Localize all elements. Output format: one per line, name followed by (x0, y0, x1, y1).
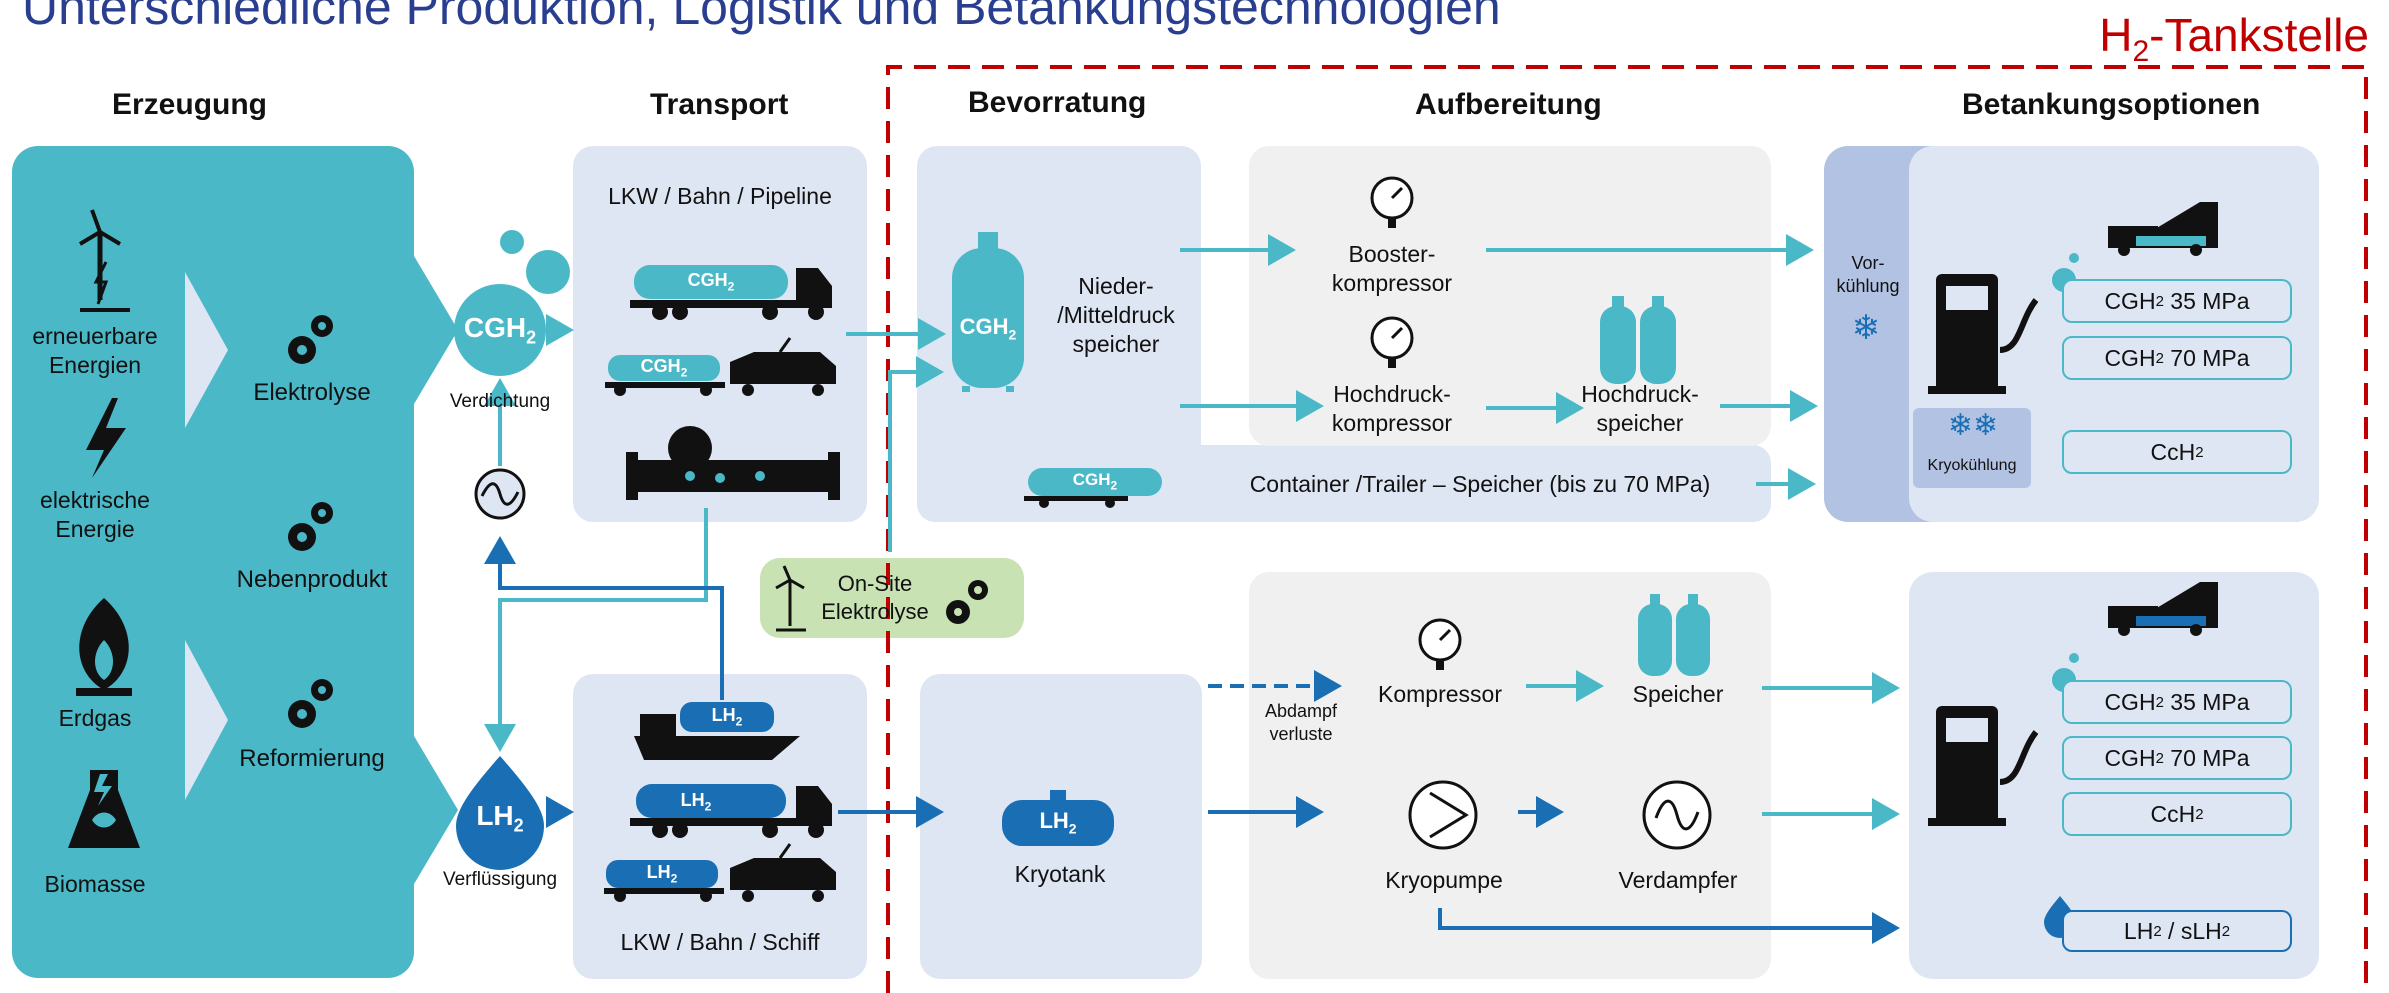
kryotank-label: Kryotank (1014, 861, 1106, 887)
abdampf-label: Abdampf verluste (1264, 701, 1338, 744)
trailer-tank-icon (1024, 468, 1162, 508)
truck-cgh2-icon (630, 265, 832, 320)
transport-bottom-label: LKW / Bahn / Schiff (620, 929, 820, 955)
kryo-box (1913, 408, 2031, 488)
truck-lh2-icon (630, 784, 832, 838)
verdampfer-label: Verdampfer (1618, 867, 1738, 893)
onsite-label: On-Site Elektrolyse (821, 571, 929, 624)
speicher-label: Speicher (1632, 681, 1724, 707)
process-reformierung: Reformierung (239, 745, 385, 772)
truck-bottom-icon (2108, 582, 2218, 636)
bubble-icon (2069, 253, 2079, 263)
bubble-icon (526, 250, 570, 294)
page-title: Unterschiedliche Produktion, Logistik un… (22, 0, 1501, 35)
chevron-shape-3 (414, 256, 458, 404)
column-erzeugung: Erzeugung (112, 88, 267, 121)
pipeline-icon (626, 426, 840, 500)
lh2-tank-label: LH2 (1039, 808, 1077, 837)
transport-top-panel (573, 146, 867, 522)
truck-top-icon (2108, 202, 2218, 256)
speicher-storage-icon (1638, 594, 1710, 676)
kompressor-label: Kompressor (1378, 681, 1502, 707)
cgh2-tank-label: CGH2 (959, 314, 1017, 343)
kryopumpe-icon (1408, 780, 1478, 850)
ship-lh2-label: LH2 (711, 705, 743, 729)
column-transport: Transport (650, 88, 789, 121)
fuel-pump-top-icon (1928, 274, 2039, 394)
kryopumpe-label: Kryopumpe (1385, 867, 1503, 893)
verdampfer-icon (1642, 780, 1712, 850)
booster-label: Booster- kompressor (1331, 241, 1453, 296)
process-nebenprodukt: Nebenprodukt (236, 566, 388, 593)
verdichtung-label: Verdichtung (449, 391, 551, 412)
wind-turbine-icon (78, 209, 130, 312)
cgh2-circle (454, 284, 546, 376)
arrows-blue (484, 536, 1900, 944)
hochdruck-gauge-icon (1370, 316, 1414, 368)
mid-pressure-label: Nieder- /Mitteldruck speicher (1057, 273, 1175, 357)
bubble-icon (2069, 653, 2079, 663)
container-band (917, 445, 1771, 522)
column-aufbereitung: Aufbereitung (1415, 88, 1602, 121)
onsite-gear-icon (946, 580, 988, 624)
trailer-tank-label: CGH2 (1072, 470, 1118, 493)
cgh2-tank-icon (952, 232, 1024, 392)
truck-cgh2-label: CGH2 (687, 270, 735, 294)
arrows-teal (484, 234, 1900, 830)
truck-lh2-label: LH2 (680, 790, 712, 814)
chevron-shape-4 (414, 736, 458, 884)
ship-lh2-icon (634, 702, 800, 760)
hochdruck-storage-icon (1600, 296, 1676, 384)
lightning-icon (86, 398, 126, 478)
station-label: H2-Tankstelle (2099, 9, 2369, 69)
source-gas: Erdgas (58, 705, 132, 731)
kompressor-gauge-icon (1418, 618, 1462, 670)
kryokuehlung-label: Kryokühlung (1927, 457, 2017, 474)
gear-icon (288, 679, 333, 728)
vorkuehlung-label: Vor- kühlung (1836, 253, 1900, 296)
source-renewable: erneuerbare Energien (32, 323, 158, 378)
train-cgh2-label: CGH2 (640, 356, 688, 380)
train-lh2-icon (604, 843, 836, 902)
fuel-pump-bottom-icon (1928, 706, 2039, 826)
hochdruck-speicher-label: Hochdruck- speicher (1581, 381, 1699, 436)
onsite-wind-turbine-icon (775, 565, 806, 632)
booster-gauge-icon (1370, 176, 1414, 228)
process-elektrolyse: Elektrolyse (253, 379, 371, 406)
processing-bottom-panel (1249, 572, 1771, 979)
gear-icon (288, 502, 333, 551)
bubble-icon (500, 230, 524, 254)
column-bevorratung: Bevorratung (968, 86, 1147, 119)
chevron-shape-1 (185, 272, 228, 428)
cgh2-circle-label: CGH2 (463, 312, 537, 348)
gear-icon (288, 315, 333, 364)
biomass-flask-icon (68, 770, 140, 848)
source-electric: elektrische Energie (40, 487, 150, 542)
train-lh2-label: LH2 (646, 862, 678, 886)
lh2-drop-label: LH2 (476, 800, 524, 836)
erzeugung-panel (12, 146, 414, 978)
flame-icon (76, 598, 132, 696)
column-betankung: Betankungsoptionen (1962, 88, 2261, 121)
chevron-shape-2 (185, 640, 228, 800)
train-cgh2-icon (605, 337, 836, 396)
source-bio: Biomasse (44, 871, 146, 897)
snowflake-icon: ❄ (1851, 309, 1881, 347)
container-trailer-label: Container /Trailer – Speicher (bis zu 70… (1249, 471, 1711, 497)
verfluessigung-label: Verflüssigung (442, 869, 558, 890)
transport-top-label: LKW / Bahn / Pipeline (608, 183, 832, 209)
snowflake-icon: ❄❄ (1947, 409, 1999, 442)
lh2-tank-icon (1002, 790, 1114, 846)
lh2-drop (456, 756, 544, 870)
hochdruck-kompressor-label: Hochdruck- kompressor (1331, 381, 1453, 436)
